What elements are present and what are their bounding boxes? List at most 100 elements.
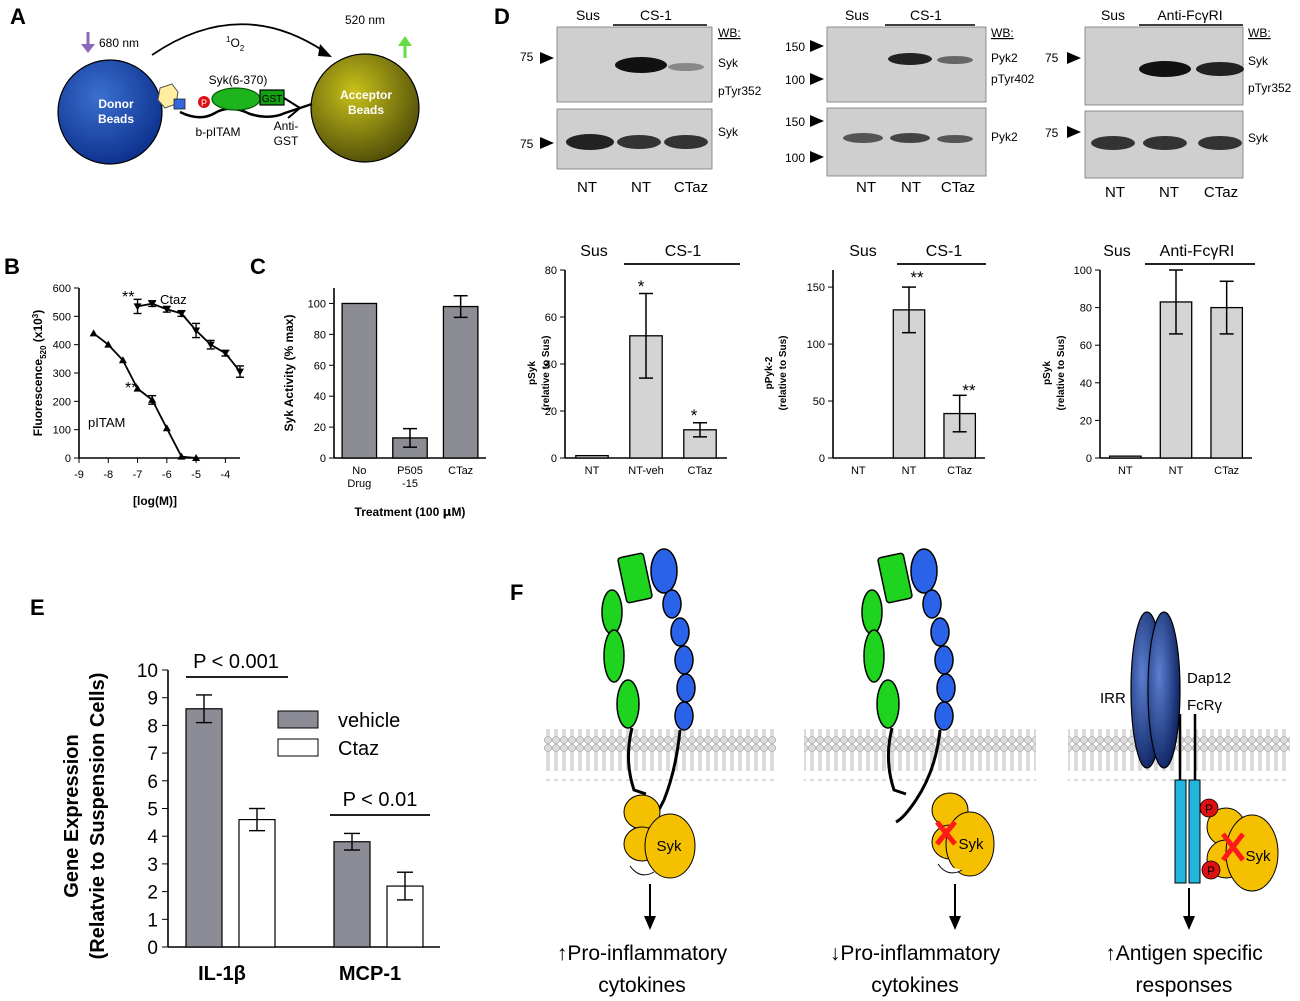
blot3-lane-1: NT — [1105, 184, 1125, 201]
chart-e-legend-label: Ctaz — [338, 738, 379, 760]
chart-e-ytick-label: 10 — [137, 661, 158, 682]
blot2-band — [937, 56, 973, 64]
chart-b-xtick-label: -7 — [133, 469, 143, 481]
chart3-sig-2: ** — [962, 381, 976, 400]
blot1-band — [668, 63, 704, 71]
chart4-xtick-label: NT — [1118, 465, 1133, 477]
chart4-fc: Anti-FcγRI — [1160, 243, 1235, 260]
chart-e-ytick-label: 5 — [147, 800, 158, 821]
chart-b-point-pitam — [148, 395, 157, 403]
panel-letter-b: B — [4, 254, 20, 279]
anti-gst-antibody-icon — [283, 97, 302, 119]
outcome-1-line-2: cytokines — [598, 974, 686, 997]
chart3-sig-1: ** — [910, 268, 924, 287]
chart3-xtick-label: NT — [851, 465, 866, 477]
mw-marker-arrow-icon — [1067, 52, 1081, 64]
chart3-cs1: CS-1 — [926, 243, 963, 260]
chart2-xtick-label: NT-veh — [628, 465, 663, 477]
outcome-2-line-2: cytokines — [871, 974, 959, 997]
emission-arrowhead-icon — [398, 36, 412, 46]
blot3-lane-3: CTaz — [1204, 184, 1238, 201]
wl-donor: 680 nm — [99, 36, 139, 50]
chartC-ytick-label: 100 — [308, 298, 326, 310]
gst-tag — [259, 89, 285, 106]
chart3-sus: Sus — [849, 243, 877, 260]
chart2-bar — [575, 454, 609, 459]
mw-marker-arrow-icon — [1067, 126, 1081, 138]
blot3-band — [1139, 61, 1191, 77]
blot-pyk2-cs1: Sus CS-1 WB: 150 100 150 100 Pyk2 pTyr40… — [785, 7, 1035, 196]
energy-transfer-arrow — [151, 23, 326, 56]
chart4-sus: Sus — [1103, 243, 1131, 260]
chart-e-ytick-label: 2 — [147, 883, 158, 904]
chart-b-point-ctaz — [206, 341, 215, 349]
singlet-oxygen-label: 1O2 — [226, 35, 245, 53]
chart-b-xtick-label: -9 — [74, 469, 84, 481]
chart-e-ytick-label: 4 — [147, 827, 158, 848]
ctaz-significance: ** — [122, 289, 134, 306]
phospho-icon — [198, 96, 210, 108]
blot-syk-cs1: Sus CS-1 WB: 75 75 Syk pTyr352 Syk NT NT… — [520, 7, 762, 196]
chart-e-bar-ctaz — [238, 818, 276, 948]
wl-acceptor: 520 nm — [345, 13, 385, 27]
blot3-band — [1143, 136, 1187, 150]
inhibition-x-icon — [935, 820, 957, 846]
outcome-3-line-2: responses — [1136, 974, 1233, 997]
chart-e-bar-vehicle — [333, 841, 371, 948]
chart4-ytick-label: 80 — [1080, 303, 1092, 315]
chart3-ytick-label: 50 — [813, 396, 825, 408]
chartC-xtick-label: Drug — [347, 478, 371, 490]
syk-fragment-label: Syk(6-370) — [209, 73, 268, 87]
anti-gst-label-1: Anti- — [274, 119, 299, 133]
chart3-bar — [892, 309, 926, 459]
chart-b-point-ctaz — [221, 350, 230, 358]
phospho-icon — [1199, 798, 1219, 818]
blot3-label-bot: Syk — [1248, 131, 1269, 145]
chart4-ytick-label: 20 — [1080, 415, 1092, 427]
anti-gst-label-2: GST — [274, 134, 299, 148]
chart2-ylabel-2: (relative to Sus) — [541, 335, 552, 410]
blot2-label-bot: Pyk2 — [991, 130, 1018, 144]
dap12-label: Dap12 — [1187, 670, 1231, 687]
chart-b-point-ctaz — [192, 327, 201, 335]
chart4-xtick-label: CTaz — [1214, 465, 1239, 477]
chart-b-point-pitam — [89, 329, 98, 337]
gst-label: GST — [262, 94, 283, 105]
chart2-ytick-label: 80 — [545, 265, 557, 277]
panel-a: A 680 nm 1O2 520 nm Donor Beads Acceptor… — [10, 4, 420, 165]
chart3-ytick-label: 0 — [819, 453, 825, 465]
mw-marker-arrow-icon — [810, 115, 824, 127]
chart-b-xtick-label: -5 — [191, 469, 201, 481]
blot2-band — [937, 135, 973, 143]
blot1-mw-bot: 75 — [520, 137, 534, 151]
donor-label-2: Beads — [98, 112, 134, 126]
cell-membrane-2 — [804, 729, 1036, 781]
chartC-bar — [341, 302, 378, 459]
chart-e-ytick-label: 3 — [147, 855, 158, 876]
chart-b-point-pitam — [192, 454, 201, 461]
chart-b-point-ctaz — [148, 300, 157, 308]
blot3-mw-top: 75 — [1045, 51, 1059, 65]
chart-e-ytick-label: 1 — [147, 910, 158, 931]
chart-e-legend-label: vehicle — [338, 710, 400, 732]
chart-b-ytick-label: 200 — [53, 396, 71, 408]
chart-e-xtick-label: MCP-1 — [339, 963, 401, 985]
chart-e-ytick-label: 9 — [147, 689, 158, 710]
blot2-treatment: CS-1 — [910, 7, 942, 23]
blot2-band — [843, 133, 883, 143]
chart2-sus: Sus — [580, 243, 608, 260]
syk-label-1: Syk — [656, 838, 682, 855]
chart2-xtick-label: NT — [585, 465, 600, 477]
chart-e-ytick-label: 7 — [147, 744, 158, 765]
blot1-lane-1: NT — [577, 179, 597, 196]
panel-letter-d: D — [494, 4, 510, 29]
chart-b-ytick-label: 500 — [53, 311, 71, 323]
chart4-ytick-label: 0 — [1086, 453, 1092, 465]
syk-icon — [1206, 807, 1279, 892]
p-value-1: P < 0.001 — [193, 651, 279, 673]
panel-letter-f: F — [510, 580, 523, 605]
excitation-arrowhead-icon — [81, 44, 95, 53]
chart-b-point-pitam — [177, 452, 186, 460]
